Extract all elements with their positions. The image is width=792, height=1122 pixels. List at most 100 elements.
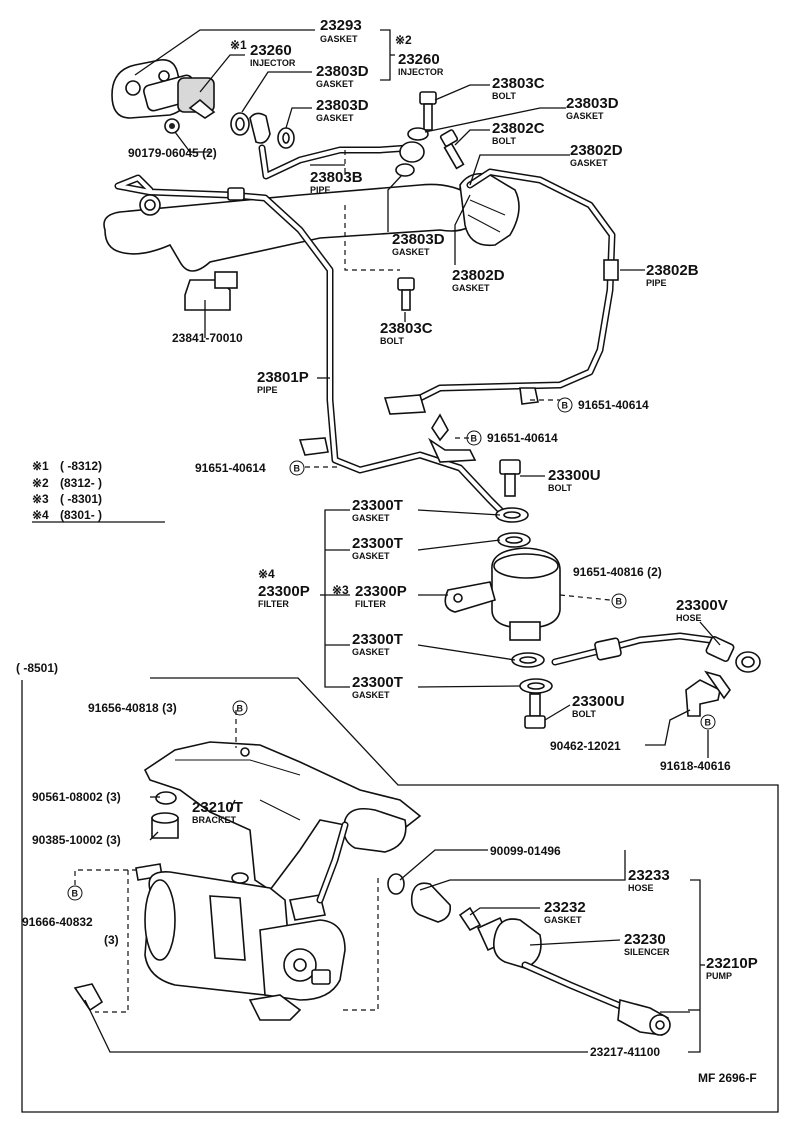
label-23802D-2: 23802D GASKET [452,267,505,293]
pump-motor-drawing [144,821,349,1021]
label-23300T-4: 23300T GASKET [352,674,403,700]
svg-text:BOLT: BOLT [380,336,404,346]
svg-text:23210P: 23210P [706,955,758,972]
svg-text:FILTER: FILTER [258,599,289,609]
svg-text:90385-10002 (3): 90385-10002 (3) [32,833,121,847]
svg-text:23801P: 23801P [257,369,309,386]
svg-text:※3: ※3 [32,492,49,506]
pipe-23803B-drawing [258,141,425,180]
svg-text:MF 2696-F: MF 2696-F [698,1071,757,1085]
label-91666: B 91666-40832 (3) [22,885,119,947]
label-90385: 90385-10002 (3) [32,833,121,847]
svg-text:91666-40832: 91666-40832 [22,915,93,929]
legend-row-1: ※1 ( -8312) [32,459,102,473]
label-23802C: 23802C BOLT [492,120,545,146]
svg-text:23293: 23293 [320,17,362,34]
svg-text:B: B [237,704,244,714]
svg-text:91651-40816 (2): 91651-40816 (2) [573,565,662,579]
label-23300P-left: ※4 23300P FILTER [258,567,310,609]
label-23300T-3: 23300T GASKET [352,631,403,657]
svg-text:※2: ※2 [32,476,49,490]
svg-text:PIPE: PIPE [310,185,331,195]
label-90462: 90462-12021 [550,739,621,753]
svg-text:91656-40818 (3): 91656-40818 (3) [88,701,177,715]
svg-text:GASKET: GASKET [544,915,582,925]
svg-text:GASKET: GASKET [352,647,390,657]
label-23300V: 23300V HOSE [676,597,728,623]
svg-text:PIPE: PIPE [646,278,667,288]
manifold-drawing [103,172,520,311]
svg-text:GASKET: GASKET [352,690,390,700]
bracket-23210T-drawing [143,741,422,892]
label-91651-mid: B 91651-40614 [466,430,558,446]
svg-text:23300U: 23300U [548,467,601,484]
svg-text:※1: ※1 [32,459,49,473]
svg-text:23300T: 23300T [352,631,403,648]
label-23260-right: ※2 23260 INJECTOR [395,33,444,77]
svg-text:(8312- ): (8312- ) [60,476,102,490]
svg-text:GASKET: GASKET [316,113,354,123]
pipe-23802B-drawing [383,168,619,415]
svg-text:※2: ※2 [395,33,412,47]
silencer-assembly-drawing [387,873,671,1036]
svg-text:BOLT: BOLT [548,483,572,493]
svg-text:GASKET: GASKET [352,551,390,561]
svg-text:23802C: 23802C [492,120,545,137]
label-90561: 90561-08002 (3) [32,790,121,804]
legend-row-3: ※3 ( -8301) [32,492,102,506]
svg-text:B: B [72,889,79,899]
svg-text:GASKET: GASKET [316,79,354,89]
label-23210P: 23210P PUMP [706,955,758,981]
label-23801P: 23801P PIPE [257,369,309,395]
label-23300P-right: ※3 23300P FILTER [332,583,407,609]
svg-text:23300T: 23300T [352,674,403,691]
svg-text:PUMP: PUMP [706,971,732,981]
svg-text:B: B [705,718,712,728]
svg-text:23300T: 23300T [352,497,403,514]
svg-text:( -8301): ( -8301) [60,492,102,506]
svg-text:HOSE: HOSE [628,883,654,893]
svg-text:23217-41100: 23217-41100 [590,1045,660,1059]
svg-text:HOSE: HOSE [676,613,702,623]
svg-text:91618-40616: 91618-40616 [660,759,731,773]
label-23803B: 23803B PIPE [310,169,363,195]
mount-drawing [73,791,179,1012]
bolt-23803C-lower-drawing [397,277,415,311]
svg-text:91651-40614: 91651-40614 [487,431,558,445]
label-23293: 23293 GASKET [320,17,362,44]
svg-text:91651-40614: 91651-40614 [195,461,266,475]
svg-text:B: B [616,597,623,607]
hose-23300V-drawing [551,632,761,717]
label-23803D-4: 23803D GASKET [392,231,445,257]
svg-text:23803D: 23803D [316,97,369,114]
label-23803C-top: 23803C BOLT [492,75,545,101]
svg-text:23210T: 23210T [192,799,243,816]
svg-text:GASKET: GASKET [352,513,390,523]
svg-text:BRACKET: BRACKET [192,815,237,825]
svg-text:23803D: 23803D [392,231,445,248]
svg-text:( -8501): ( -8501) [16,661,58,675]
leader-lines [21,29,779,1113]
label-23232: 23232 GASKET [544,899,586,925]
svg-text:※3: ※3 [332,583,349,597]
svg-text:23300U: 23300U [572,693,625,710]
svg-text:23802B: 23802B [646,262,699,279]
svg-text:90561-08002 (3): 90561-08002 (3) [32,790,121,804]
label-91651-40816: 91651-40816 (2) B [573,565,662,609]
svg-text:23802D: 23802D [452,267,505,284]
svg-text:B: B [471,434,478,444]
label-23803C-lower: 23803C BOLT [380,320,433,346]
svg-text:GASKET: GASKET [452,283,490,293]
svg-text:23260: 23260 [398,51,440,68]
svg-text:INJECTOR: INJECTOR [398,67,444,77]
label-box-range: ( -8501) [16,661,58,675]
svg-text:90099-01496: 90099-01496 [490,844,561,858]
svg-text:INJECTOR: INJECTOR [250,58,296,68]
svg-text:23300P: 23300P [355,583,407,600]
svg-text:23230: 23230 [624,931,666,948]
svg-text:FILTER: FILTER [355,599,386,609]
svg-text:※4: ※4 [32,508,49,522]
legend: ※1 ( -8312) ※2 (8312- ) ※3 ( -8301) ※4 (… [32,459,102,522]
label-23210T: 23210T BRACKET [192,799,243,825]
